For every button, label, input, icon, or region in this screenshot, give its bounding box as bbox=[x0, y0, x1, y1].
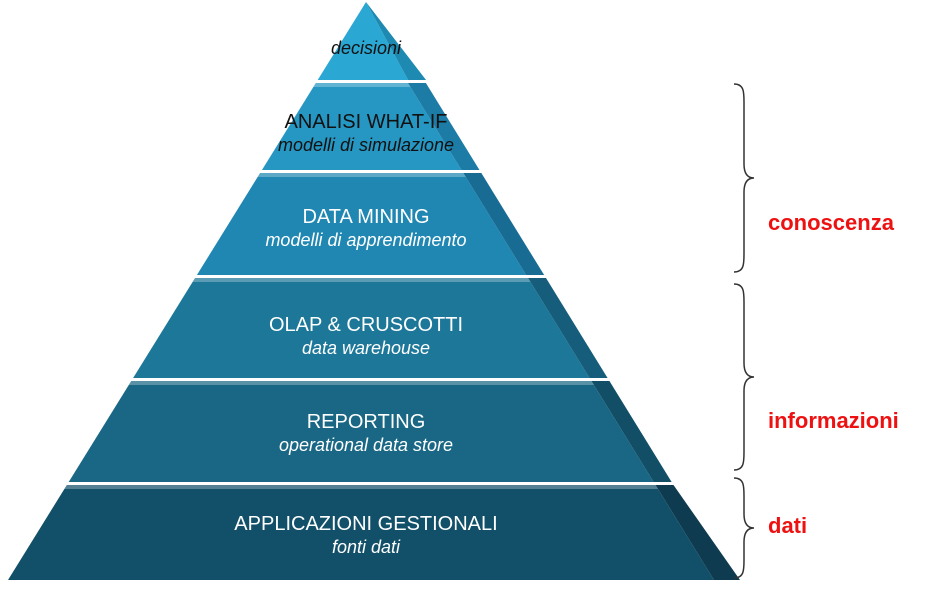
tier-decisioni-side bbox=[366, 2, 427, 80]
tier-reporting-front bbox=[68, 381, 654, 482]
brace-dati bbox=[733, 477, 755, 579]
tier-data-mining-side bbox=[463, 173, 545, 275]
level-olap-cruscotti-subtitle: data warehouse bbox=[301, 338, 431, 358]
tier-applicazioni-gestionali-bevel bbox=[64, 485, 658, 489]
level-reporting-title: REPORTING bbox=[306, 411, 426, 433]
tier-olap-cruscotti-side bbox=[527, 278, 608, 378]
brace-conoscenza bbox=[733, 83, 755, 273]
level-analisi-what-if-subtitle: modelli di simulazione bbox=[277, 135, 455, 155]
brace-informazioni bbox=[733, 283, 755, 471]
tier-analisi-what-if-bevel bbox=[313, 83, 411, 87]
level-olap-cruscotti: OLAP & CRUSCOTTI data warehouse bbox=[196, 314, 536, 359]
level-reporting-subtitle: operational data store bbox=[278, 435, 454, 455]
level-olap-cruscotti-title: OLAP & CRUSCOTTI bbox=[268, 314, 464, 336]
tier-data-mining-bevel bbox=[257, 173, 466, 177]
tier-applicazioni-gestionali-side bbox=[655, 485, 740, 580]
level-data-mining-subtitle: modelli di apprendimento bbox=[265, 230, 467, 250]
category-dati: dati bbox=[768, 513, 808, 538]
tier-decisioni-front bbox=[317, 2, 409, 80]
tier-reporting-side bbox=[591, 381, 672, 482]
level-applicazioni-gestionali: APPLICAZIONI GESTIONALI fonti dati bbox=[156, 513, 576, 558]
level-data-mining: DATA MINING modelli di apprendimento bbox=[200, 206, 532, 251]
tier-olap-cruscotti-front bbox=[133, 278, 590, 378]
category-informazioni: informazioni bbox=[768, 408, 899, 433]
level-decisioni-subtitle: decisioni bbox=[330, 38, 402, 58]
tier-olap-cruscotti-bevel bbox=[192, 278, 531, 282]
level-analisi-what-if: ANALISI WHAT-IF modelli di simulazione bbox=[216, 111, 516, 156]
level-analisi-what-if-title: ANALISI WHAT-IF bbox=[284, 111, 448, 133]
category-conoscenza: conoscenza bbox=[768, 210, 894, 235]
tier-analisi-what-if-front bbox=[261, 83, 462, 170]
level-data-mining-title: DATA MINING bbox=[302, 206, 430, 228]
tier-applicazioni-gestionali-front bbox=[8, 485, 714, 580]
level-applicazioni-gestionali-subtitle: fonti dati bbox=[331, 537, 401, 557]
level-reporting: REPORTING operational data store bbox=[196, 411, 536, 456]
level-applicazioni-gestionali-title: APPLICAZIONI GESTIONALI bbox=[234, 513, 498, 535]
tier-analisi-what-if-side bbox=[407, 83, 480, 170]
level-decisioni: decisioni bbox=[266, 37, 466, 59]
tier-data-mining-front bbox=[196, 173, 527, 275]
tier-reporting-bevel bbox=[128, 381, 594, 385]
